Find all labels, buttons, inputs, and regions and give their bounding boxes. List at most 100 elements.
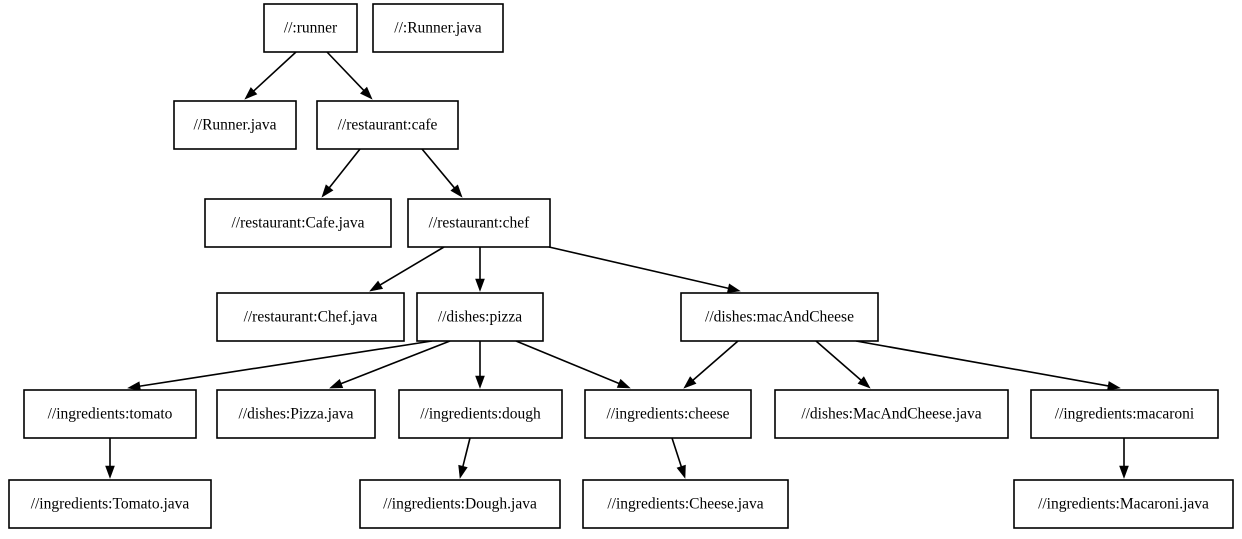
edge-arrowhead [360,86,373,100]
node-box[interactable] [1013,479,1234,529]
edge-pizza-to-dough [475,341,485,389]
node-label: //ingredients:Tomato.java [31,496,190,513]
edge-shaft [548,246,730,290]
edge-arrowhead [105,465,115,479]
node-label: //restaurant:chef [429,215,531,232]
edge-layer [105,51,1129,479]
edge-shaft [327,148,361,190]
graph-node-macaroni[interactable]: //ingredients:macaroni [1030,389,1219,439]
node-label: //:runner [284,20,338,37]
node-label: //dishes:MacAndCheese.java [801,406,981,423]
edge-shaft [339,340,451,385]
edge-shaft [461,437,471,469]
node-box[interactable] [584,389,752,439]
edge-arrowhead [244,87,258,100]
node-box[interactable] [416,292,544,342]
node-label: //ingredients:dough [420,406,541,423]
node-label: //ingredients:tomato [48,406,173,423]
node-label: //ingredients:Macaroni.java [1038,496,1209,513]
edge-shaft [815,340,863,382]
node-label: //restaurant:Chef.java [244,309,378,326]
edge-shaft [138,340,433,388]
edge-arrowhead [676,464,686,479]
edge-chef-to-macandcheese [548,246,741,293]
edge-pizza-to-cheese [515,340,631,389]
node-box[interactable] [398,389,563,439]
edge-pizza-to-pizza_java [329,340,451,389]
node-box[interactable] [582,479,789,529]
graph-node-tomato_java[interactable]: //ingredients:Tomato.java [8,479,212,529]
edge-runner-to-cafe [326,51,373,100]
node-box[interactable] [1030,389,1219,439]
node-label: //ingredients:macaroni [1055,406,1195,423]
edge-arrowhead [616,378,631,389]
edge-shaft [855,340,1110,387]
node-label: //:Runner.java [394,20,482,37]
node-box[interactable] [204,198,392,248]
edge-shaft [671,437,683,469]
node-box[interactable] [263,3,358,53]
graph-node-chef_java[interactable]: //restaurant:Chef.java [216,292,405,342]
edge-arrowhead [450,184,463,198]
node-label: //ingredients:Dough.java [383,496,537,513]
edge-tomato-to-tomato_java [105,438,115,479]
edge-shaft [252,51,297,93]
edge-runner-to-runner_java [244,51,297,100]
edge-macandcheese-to-cheese [683,340,739,389]
edge-arrowhead [369,280,384,292]
node-box[interactable] [774,389,1009,439]
graph-node-pizza[interactable]: //dishes:pizza [416,292,544,342]
node-box[interactable] [372,3,504,53]
node-label: //ingredients:Cheese.java [607,496,763,513]
graph-node-runner_java[interactable]: //Runner.java [173,100,297,150]
edge-arrowhead [458,464,468,479]
graph-node-cheese[interactable]: //ingredients:cheese [584,389,752,439]
node-box[interactable] [680,292,879,342]
node-label: //restaurant:cafe [338,117,438,134]
node-label: //Runner.java [193,117,276,134]
node-box[interactable] [216,292,405,342]
edge-shaft [421,148,456,190]
graph-node-macandcheese[interactable]: //dishes:macAndCheese [680,292,879,342]
node-label: //dishes:Pizza.java [239,406,354,423]
node-box[interactable] [407,198,551,248]
edge-shaft [691,340,739,382]
edge-arrowhead [329,379,344,389]
node-label: //dishes:macAndCheese [705,309,854,326]
edge-macaroni-to-macaroni_java [1119,438,1129,479]
edge-shaft [326,51,366,92]
edge-arrowhead [857,376,871,389]
node-box[interactable] [8,479,212,529]
edge-arrowhead [1119,465,1129,479]
graph-node-cafe[interactable]: //restaurant:cafe [316,100,459,150]
graph-node-tomato[interactable]: //ingredients:tomato [23,389,197,439]
edge-arrowhead [321,184,334,198]
graph-node-dough[interactable]: //ingredients:dough [398,389,563,439]
graph-node-cafe_java[interactable]: //restaurant:Cafe.java [204,198,392,248]
node-box[interactable] [316,100,459,150]
node-box[interactable] [23,389,197,439]
edge-cafe-to-chef [421,148,463,198]
edge-shaft [515,340,621,385]
edge-shaft [378,246,445,287]
graph-node-macaroni_java[interactable]: //ingredients:Macaroni.java [1013,479,1234,529]
edge-cafe-to-cafe_java [321,148,361,198]
edge-arrowhead [475,375,485,389]
node-label: //ingredients:cheese [606,406,729,423]
node-box[interactable] [359,479,561,529]
graph-node-macandcheese_java[interactable]: //dishes:MacAndCheese.java [774,389,1009,439]
node-box[interactable] [216,389,376,439]
graph-node-chef[interactable]: //restaurant:chef [407,198,551,248]
graph-node-pizza_java[interactable]: //dishes:Pizza.java [216,389,376,439]
graph-node-runner[interactable]: //:runner [263,3,358,53]
graph-node-dough_java[interactable]: //ingredients:Dough.java [359,479,561,529]
node-box[interactable] [173,100,297,150]
edge-arrowhead [726,283,741,293]
edge-cheese-to-cheese_java [671,437,686,479]
edge-chef-to-pizza [475,247,485,292]
node-label: //dishes:pizza [438,309,522,326]
edge-macandcheese-to-macandcheese_java [815,340,871,389]
graph-node-cheese_java[interactable]: //ingredients:Cheese.java [582,479,789,529]
graph-node-runner_java_root[interactable]: //:Runner.java [372,3,504,53]
